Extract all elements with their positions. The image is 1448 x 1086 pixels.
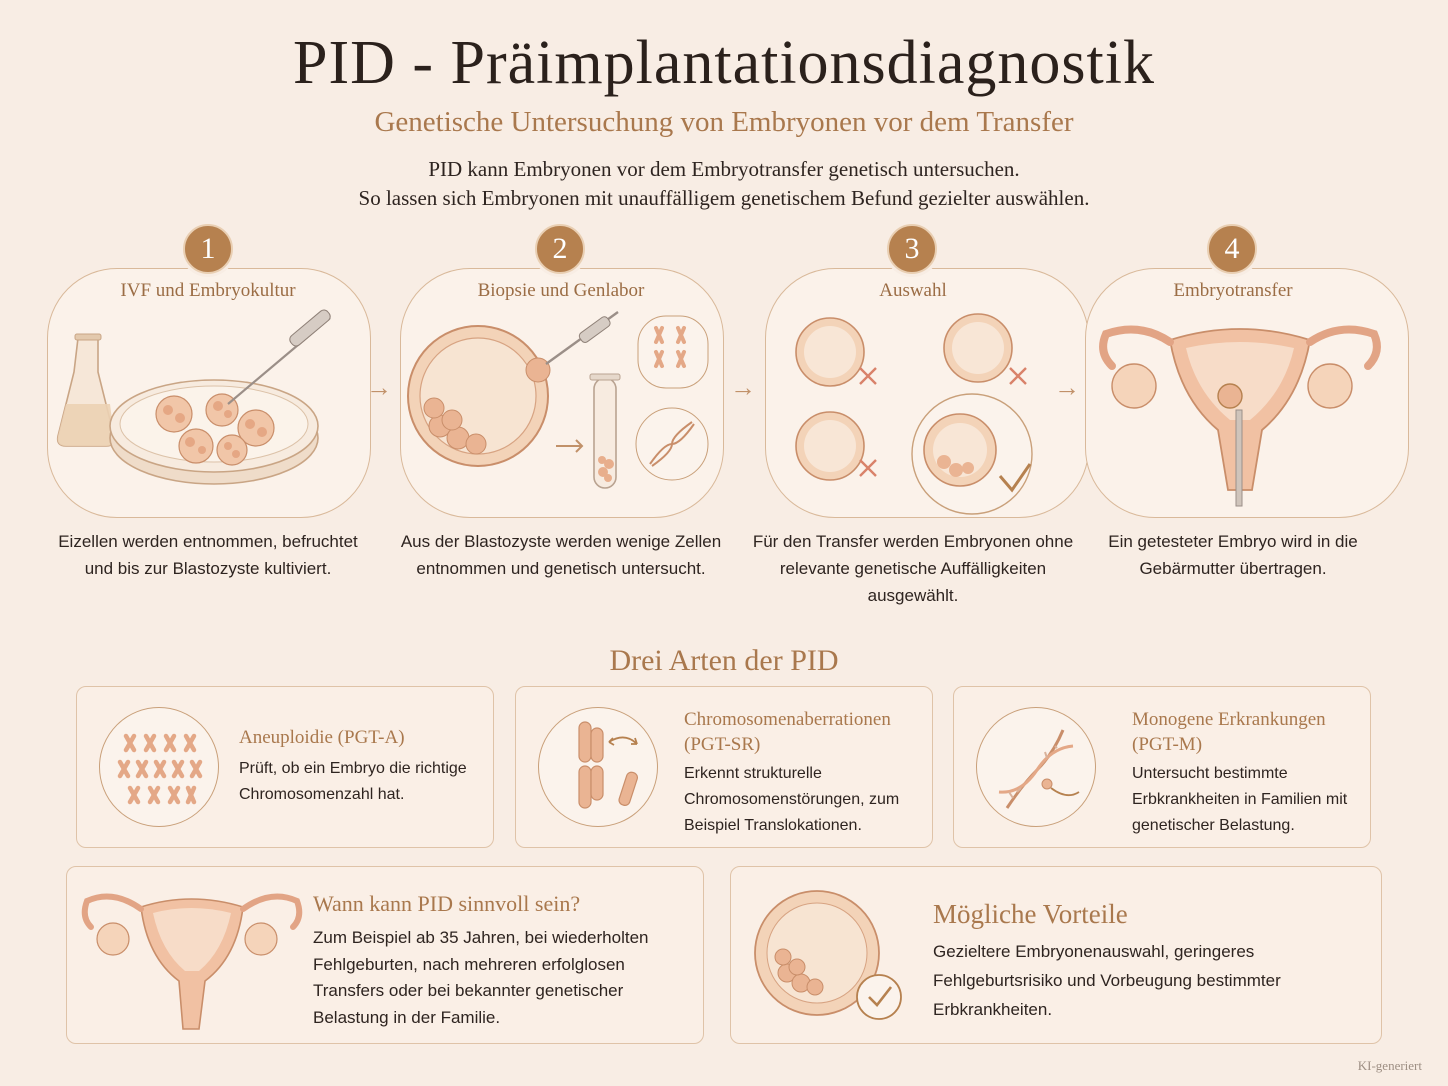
page-title: PID - Präimplantationsdiagnostik bbox=[292, 29, 1156, 97]
dna-icon bbox=[976, 707, 1096, 827]
arrow-icon bbox=[556, 439, 584, 453]
ovary-left-icon bbox=[1111, 363, 1157, 409]
blastocyst-icon bbox=[407, 325, 551, 467]
step-title-2: Biopsie und Genlabor bbox=[477, 280, 645, 301]
step-number-1: 1 bbox=[183, 224, 233, 274]
when-title: Wann kann PID sinnvoll sein? bbox=[313, 891, 581, 916]
section-title-types: Drei Arten der PID bbox=[609, 644, 839, 677]
dna-panel-icon bbox=[635, 407, 709, 481]
chromosomes-icon bbox=[99, 707, 219, 827]
step-number-2: 2 bbox=[535, 224, 585, 274]
step-number-4: 4 bbox=[1207, 224, 1257, 274]
type-title-pgt-a: Aneuploidie (PGT-A) bbox=[239, 727, 405, 748]
step-number-3: 3 bbox=[887, 224, 937, 274]
step-desc-3: Für den Transfer werden Embryonen ohne r… bbox=[752, 532, 1074, 605]
type-card-pgt-sr: Chromosomenaberrationen (PGT-SR) Erkennt… bbox=[515, 686, 933, 848]
pipette-icon bbox=[227, 309, 331, 405]
test-tube-icon bbox=[589, 373, 621, 489]
step-arrow-3: → bbox=[1054, 372, 1080, 402]
uterus-icon bbox=[1099, 325, 1381, 507]
when-desc: Zum Beispiel ab 35 Jahren, bei wiederhol… bbox=[313, 928, 649, 1027]
type-desc-pgt-sr: Erkennt strukturelle Chromosomenstörunge… bbox=[684, 765, 900, 834]
check-icon bbox=[998, 463, 1032, 493]
biopsy-needle-icon bbox=[545, 311, 619, 365]
step-title-1: IVF und Embryokultur bbox=[120, 280, 296, 301]
blastocyst-check-icon bbox=[754, 890, 902, 1020]
type-desc-pgt-a: Prüft, ob ein Embryo die richtige Chromo… bbox=[239, 760, 467, 803]
embryo-icon bbox=[1217, 383, 1243, 409]
step-arrow-1: → bbox=[366, 372, 392, 402]
reject-x-icon bbox=[859, 367, 1027, 477]
type-card-pgt-a: Aneuploidie (PGT-A) Prüft, ob ein Embryo… bbox=[76, 686, 494, 848]
intro-line-1: PID kann Embryonen vor dem Embryotransfe… bbox=[428, 157, 1020, 181]
page-subtitle: Genetische Untersuchung von Embryonen vo… bbox=[374, 106, 1074, 138]
step-desc-4: Ein getesteter Embryo wird in die Gebärm… bbox=[1108, 532, 1358, 578]
chromosome-panel-icon bbox=[637, 315, 709, 389]
step-desc-2: Aus der Blastozyste werden wenige Zellen… bbox=[400, 532, 722, 578]
benefits-desc: Gezieltere Embryonenauswahl, geringeres … bbox=[933, 942, 1281, 1019]
benefits-title: Mögliche Vorteile bbox=[933, 899, 1128, 929]
card-when-useful: Wann kann PID sinnvoll sein? Zum Beispie… bbox=[66, 866, 704, 1044]
ovary-right-icon bbox=[1307, 363, 1353, 409]
step-title-4: Embryotransfer bbox=[1173, 280, 1293, 301]
step-arrow-2: → bbox=[730, 372, 756, 402]
card-benefits: Mögliche Vorteile Gezieltere Embryonenau… bbox=[730, 866, 1382, 1044]
selected-embryo-icon bbox=[911, 393, 1033, 515]
translocation-icon bbox=[538, 707, 658, 827]
uterus-icon bbox=[81, 893, 303, 1030]
step-desc-1: Eizellen werden entnommen, befruchtet un… bbox=[58, 532, 358, 578]
type-title-pgt-m: Monogene Erkrankungen (PGT-M) bbox=[1132, 709, 1326, 755]
intro-line-2: So lassen sich Embryonen mit unauffällig… bbox=[358, 186, 1090, 210]
type-card-pgt-m: Monogene Erkrankungen (PGT-M) Untersucht… bbox=[953, 686, 1371, 848]
step-title-3: Auswahl bbox=[879, 280, 947, 301]
footer-note: KI-generiert bbox=[1357, 1058, 1422, 1073]
petri-dish-icon bbox=[109, 379, 319, 485]
catheter-icon bbox=[1235, 409, 1243, 507]
type-title-pgt-sr: Chromosomenaberrationen (PGT-SR) bbox=[684, 709, 891, 755]
type-desc-pgt-m: Untersucht bestimmte Erbkrankheiten in F… bbox=[1132, 765, 1348, 834]
